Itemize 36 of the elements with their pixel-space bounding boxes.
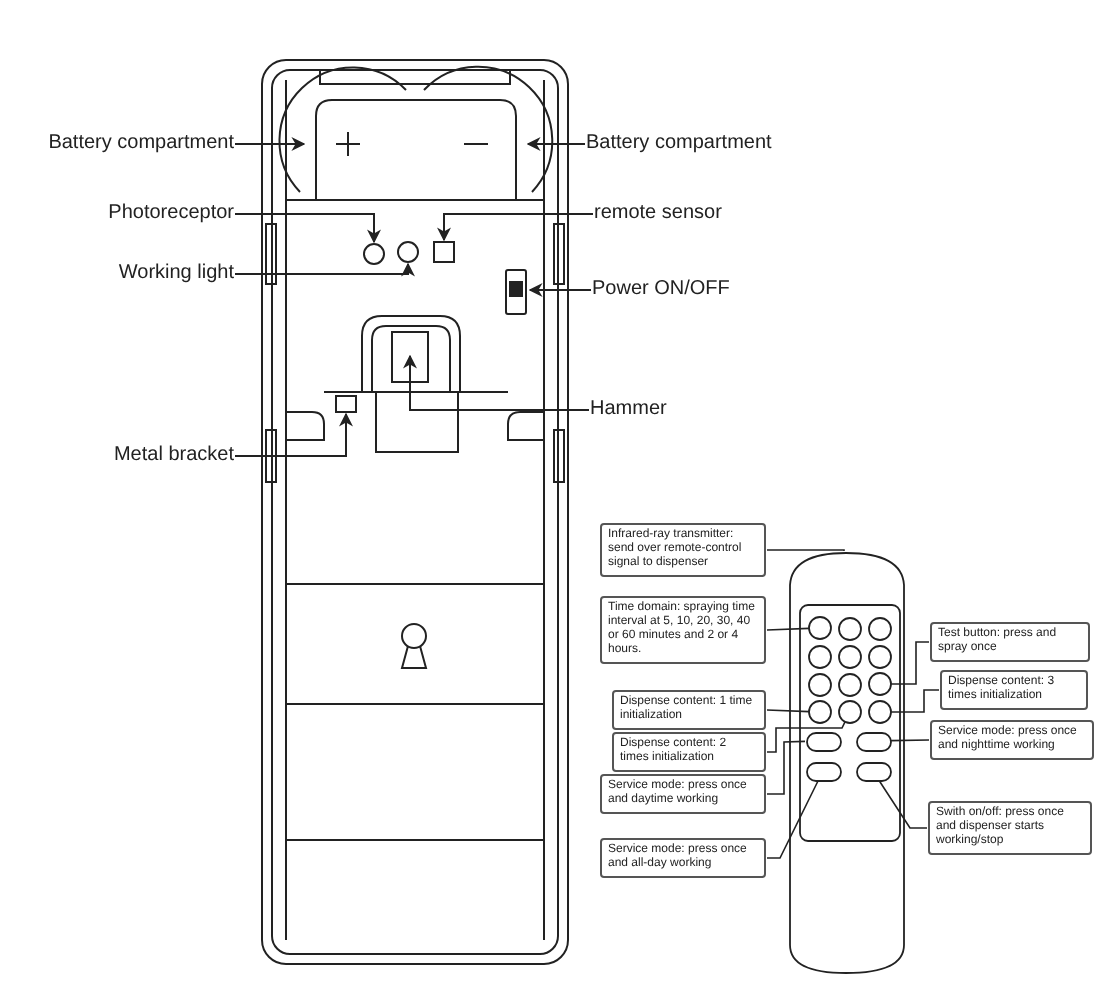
round-keypad-button bbox=[868, 672, 892, 696]
oval-keypad-button bbox=[805, 761, 841, 781]
leader-arrow bbox=[526, 137, 586, 151]
leader-line bbox=[890, 641, 930, 685]
leader-line bbox=[766, 627, 810, 631]
leader-line bbox=[766, 740, 806, 795]
part-label: Metal bracket bbox=[113, 444, 234, 468]
leader-line bbox=[766, 549, 845, 552]
part-label: Power ON/OFF bbox=[592, 278, 730, 302]
round-keypad-button bbox=[868, 700, 892, 724]
leader-arrow bbox=[234, 262, 415, 277]
leader-line bbox=[766, 780, 819, 859]
oval-keypad-button bbox=[805, 731, 841, 751]
part-label: Photoreceptor bbox=[108, 202, 234, 226]
round-keypad-button bbox=[838, 700, 862, 724]
round-keypad-button bbox=[808, 700, 832, 724]
leader-arrow bbox=[403, 354, 590, 411]
leader-line bbox=[890, 689, 940, 713]
round-keypad-button bbox=[808, 616, 832, 640]
leader-arrow bbox=[528, 283, 592, 297]
leader-arrow bbox=[234, 137, 306, 151]
leader-line bbox=[890, 739, 930, 742]
part-label: Battery compartment bbox=[586, 132, 772, 156]
oval-keypad-button bbox=[855, 731, 891, 751]
part-label: Working light bbox=[118, 262, 234, 286]
part-label: Battery compartment bbox=[48, 132, 234, 156]
remote-control-drawing bbox=[788, 551, 908, 973]
leader-line bbox=[878, 780, 928, 829]
leader-arrow bbox=[437, 213, 594, 242]
leader-line bbox=[766, 709, 810, 713]
part-label: Hammer bbox=[590, 398, 667, 422]
leader-line bbox=[766, 721, 846, 753]
oval-keypad-button bbox=[855, 761, 891, 781]
part-label: remote sensor bbox=[594, 202, 722, 226]
leader-arrow bbox=[234, 412, 353, 457]
leader-arrow bbox=[234, 213, 381, 244]
